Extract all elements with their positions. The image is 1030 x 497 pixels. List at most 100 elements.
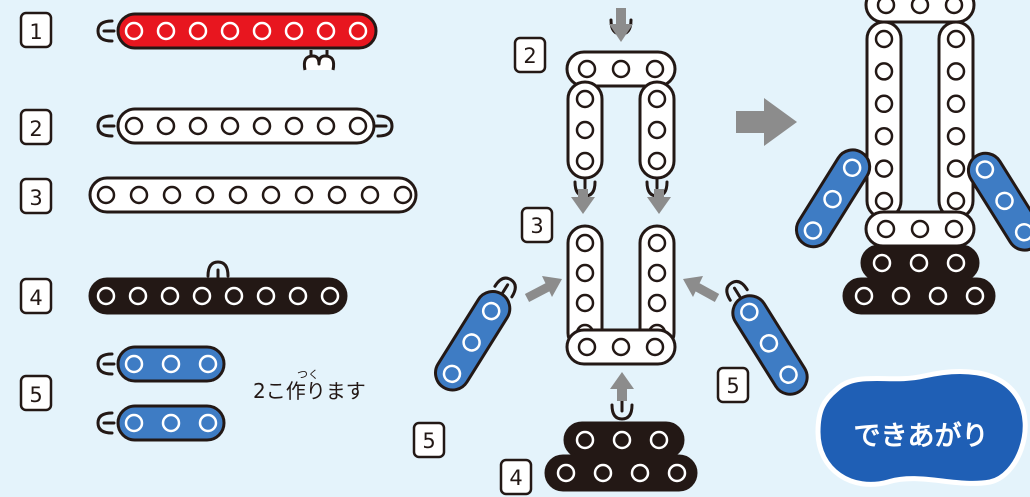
chain-link bbox=[116, 404, 226, 442]
chain-hole bbox=[944, 219, 964, 239]
chain-hole bbox=[874, 62, 894, 81]
chain-hole bbox=[192, 286, 212, 306]
chain-hole bbox=[256, 286, 276, 306]
snap-hook-icon bbox=[96, 114, 116, 138]
svg-text:4: 4 bbox=[29, 286, 42, 310]
chain-hole bbox=[874, 29, 894, 49]
chain-hole bbox=[96, 185, 116, 205]
arrow-diagonal-icon bbox=[683, 276, 720, 302]
arrow-down-icon bbox=[571, 189, 595, 214]
chain-hole bbox=[327, 185, 347, 205]
chain-link bbox=[116, 345, 226, 383]
chain-hole bbox=[995, 191, 1014, 211]
snap-hook-icon bbox=[206, 260, 230, 282]
chain-hole bbox=[124, 413, 144, 433]
svg-text:5: 5 bbox=[422, 429, 435, 453]
chain-step-3-white bbox=[88, 176, 418, 214]
snap-hook-icon bbox=[302, 50, 336, 71]
chain-hole bbox=[288, 286, 308, 306]
chain-link bbox=[794, 148, 872, 249]
chain-hole bbox=[874, 94, 894, 114]
chain-hole bbox=[575, 293, 595, 313]
chain-hole bbox=[156, 116, 176, 136]
finished-figure bbox=[794, 0, 1030, 315]
arrow-up-icon bbox=[610, 372, 634, 401]
assembly-label-5-right: 5 bbox=[716, 366, 750, 404]
chain-hole bbox=[129, 185, 149, 205]
chain-hole bbox=[124, 21, 144, 41]
svg-text:5: 5 bbox=[726, 374, 739, 398]
chain-hole bbox=[316, 21, 336, 41]
chain-hole bbox=[647, 151, 667, 171]
chain-hole bbox=[96, 286, 116, 306]
step-2-label: 2 bbox=[19, 108, 53, 146]
step-4-label: 4 bbox=[19, 277, 53, 315]
chain-hole bbox=[160, 286, 180, 306]
chain-step-4-black bbox=[88, 260, 348, 315]
make-two-note: つく 2こ作ります bbox=[253, 368, 366, 403]
chain-hole bbox=[198, 354, 218, 374]
chain-hole bbox=[874, 126, 894, 146]
blue-arm-right bbox=[725, 280, 809, 396]
chain-link bbox=[563, 421, 685, 459]
arrow-diagonal-icon bbox=[524, 276, 562, 302]
chain-hole bbox=[188, 21, 208, 41]
chain-hole bbox=[442, 364, 462, 384]
chain-hole bbox=[910, 219, 930, 239]
chain-link bbox=[434, 290, 512, 392]
chain-hole bbox=[462, 333, 481, 352]
chain-hole bbox=[156, 21, 176, 41]
chain-hole bbox=[946, 29, 966, 49]
chain-hole bbox=[575, 233, 595, 253]
snap-hook-icon bbox=[96, 352, 116, 376]
chain-step-5b-blue bbox=[96, 404, 226, 442]
chain-hole bbox=[220, 116, 240, 136]
svg-text:4: 4 bbox=[509, 466, 522, 490]
chain-hole bbox=[823, 189, 842, 209]
chain-hole bbox=[909, 253, 929, 273]
arrow-down-icon bbox=[609, 8, 633, 42]
chain-hole bbox=[593, 463, 613, 483]
chain-hole bbox=[348, 21, 368, 41]
assembly-label-5-left: 5 bbox=[412, 421, 446, 459]
snap-hook-icon bbox=[493, 276, 517, 299]
chain-hole bbox=[162, 185, 182, 205]
chain-hole bbox=[965, 286, 985, 306]
snap-hook-icon bbox=[96, 19, 116, 43]
snap-hook-icon bbox=[610, 399, 634, 421]
chain-hole bbox=[647, 233, 667, 253]
chain-hole bbox=[195, 185, 215, 205]
chain-hole bbox=[316, 116, 336, 136]
chain-hole bbox=[946, 62, 966, 81]
chain-hole bbox=[556, 463, 576, 483]
chain-hole bbox=[876, 0, 896, 15]
svg-text:2: 2 bbox=[523, 44, 536, 68]
chain-hole bbox=[252, 116, 272, 136]
svg-text:1: 1 bbox=[29, 20, 42, 44]
chain-hole bbox=[575, 89, 595, 109]
chain-hole bbox=[946, 159, 966, 178]
chain-hole bbox=[928, 286, 948, 306]
chain-hole bbox=[284, 116, 304, 136]
assembly-label-3: 3 bbox=[520, 206, 554, 244]
snap-hook-icon bbox=[374, 114, 394, 138]
chain-hole bbox=[393, 185, 413, 205]
chain-hole bbox=[611, 59, 631, 79]
chain-hole bbox=[645, 59, 665, 79]
svg-text:できあがり: できあがり bbox=[854, 420, 989, 452]
assembly-label-4: 4 bbox=[499, 458, 533, 496]
chain-hole bbox=[946, 191, 966, 211]
chain-link bbox=[865, 20, 903, 220]
chain-hole bbox=[1014, 222, 1030, 242]
chain-hole bbox=[124, 354, 144, 374]
chain-link bbox=[88, 277, 348, 315]
chain-hole bbox=[261, 185, 281, 205]
chain-hole bbox=[842, 158, 862, 178]
chain-hole bbox=[874, 191, 894, 211]
chain-hole bbox=[252, 21, 272, 41]
chain-hole bbox=[645, 337, 665, 357]
chain-hole bbox=[946, 126, 966, 146]
chain-hole bbox=[667, 463, 687, 483]
chain-hole bbox=[224, 286, 244, 306]
